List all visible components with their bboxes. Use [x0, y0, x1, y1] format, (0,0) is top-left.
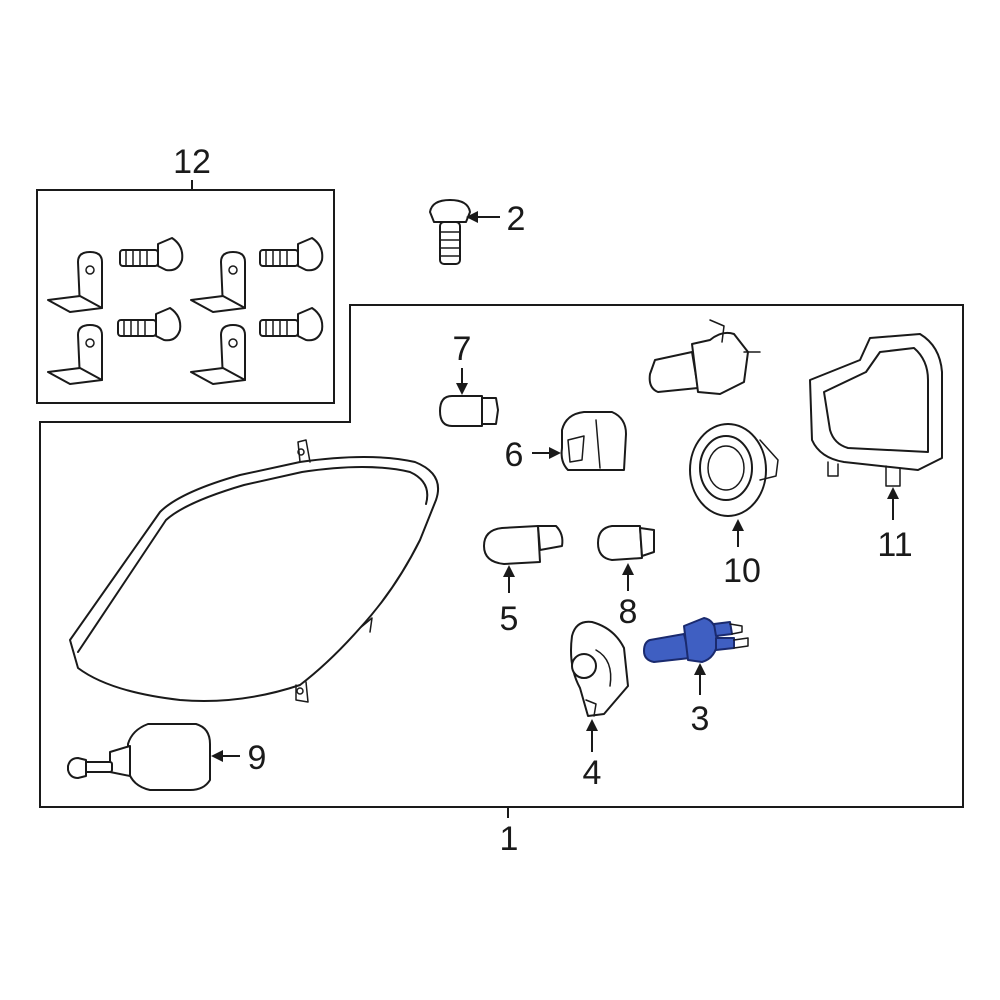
mounting-bolt: [429, 199, 471, 265]
callout-8: 8: [619, 593, 638, 631]
callout-7: 7: [453, 330, 472, 368]
bracket: [47, 251, 103, 313]
leveling-motor: [67, 723, 211, 791]
assembly-frame: [39, 304, 964, 808]
bulb-socket-6: [560, 411, 627, 471]
bracket: [190, 251, 246, 313]
bulb-socket-4: [570, 620, 629, 717]
bolt: [259, 307, 324, 342]
retaining-ring: [689, 423, 779, 517]
hardware-kit-frame: [36, 189, 335, 404]
callout-12: 12: [173, 143, 211, 181]
bulb-socket-upper: [648, 319, 761, 395]
bracket: [47, 324, 103, 385]
leader-arrows: [191, 180, 899, 818]
wedge-bulb-7: [439, 395, 499, 427]
bulb-8: [597, 525, 655, 561]
callout-1: 1: [500, 820, 519, 858]
callout-10: 10: [723, 552, 761, 590]
callout-4: 4: [583, 754, 602, 792]
housing-cover: [809, 333, 943, 487]
bulb-5: [483, 525, 564, 565]
callout-9: 9: [248, 739, 267, 777]
bolt: [119, 237, 184, 272]
callout-3: 3: [691, 700, 710, 738]
callout-2: 2: [507, 200, 526, 238]
callout-6: 6: [505, 436, 524, 474]
callout-11: 11: [877, 526, 912, 564]
bolt: [259, 237, 324, 272]
callout-5: 5: [500, 600, 519, 638]
bolt: [117, 307, 182, 342]
headlamp-housing: [69, 439, 440, 703]
hardware-kit-contents: [47, 237, 324, 385]
bracket: [190, 324, 246, 385]
halogen-bulb-highlighted: [643, 617, 749, 663]
